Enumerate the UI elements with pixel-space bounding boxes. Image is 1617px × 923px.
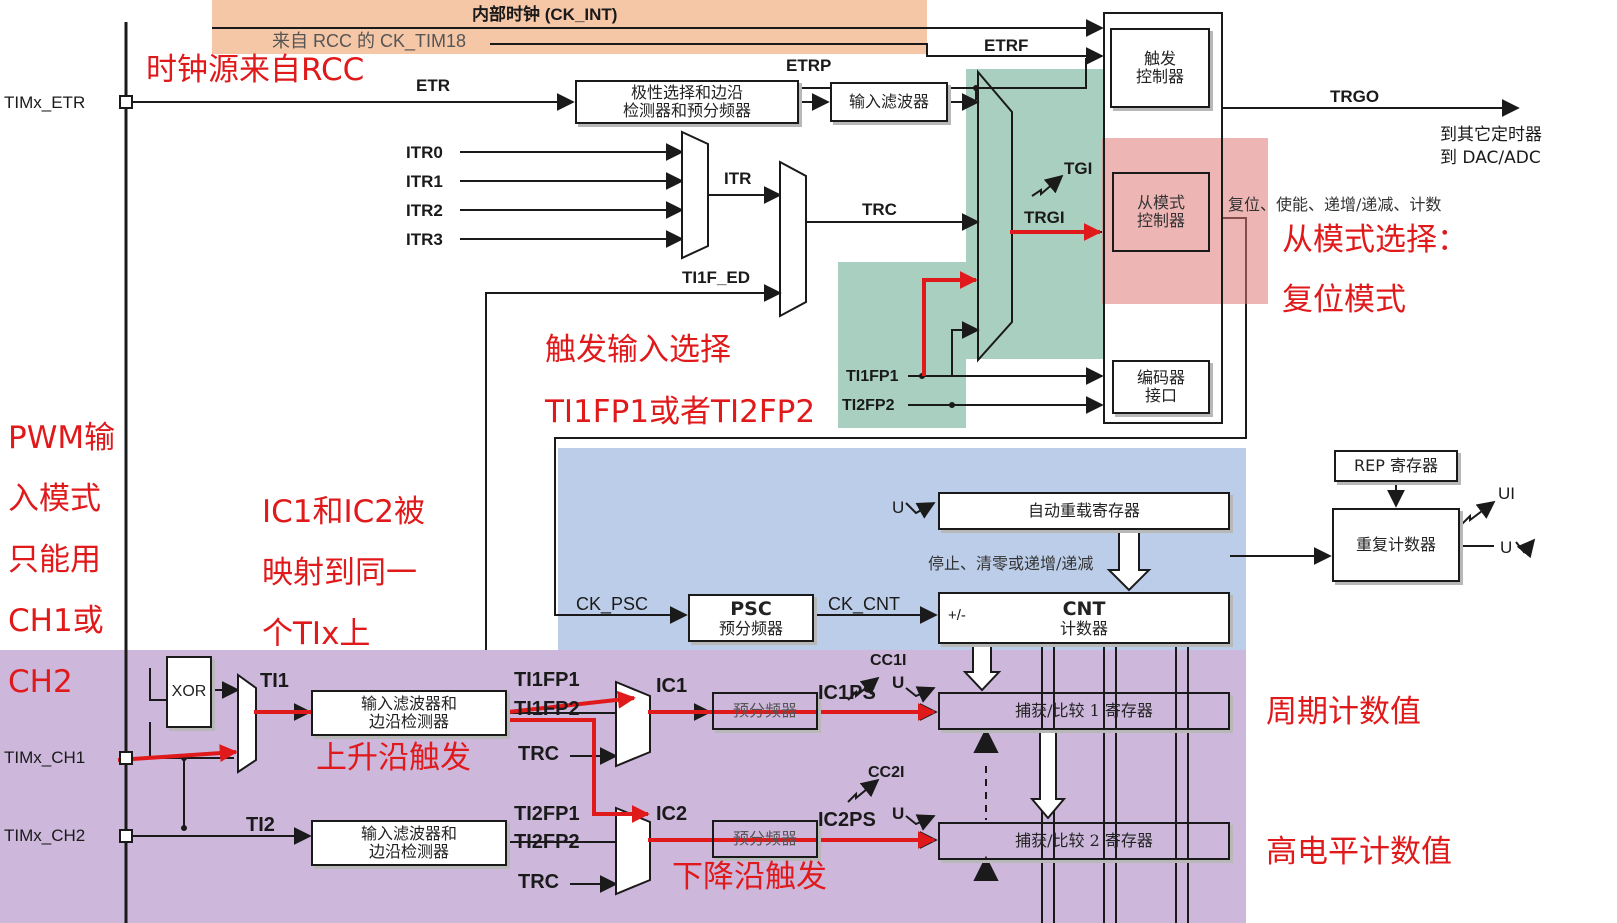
- itr1-label: ITR1: [406, 172, 443, 191]
- trigger-input-select-annotation: 触发输入选择: [545, 332, 731, 368]
- trigger-input-band: [838, 262, 966, 428]
- ti2fp2-trigger-label: TI2FP2: [842, 397, 895, 414]
- input-filter-block: 输入滤波器: [830, 82, 948, 122]
- ck-psc-label: CK_PSC: [576, 594, 649, 614]
- period-count-annotation: 周期计数值: [1266, 694, 1421, 730]
- rising-edge-annotation: 上升沿触发: [316, 740, 471, 776]
- auto-reload-register-block: 自动重载寄存器: [938, 492, 1230, 530]
- ch2-trc-label: TRC: [518, 871, 560, 893]
- capture-compare-2-block: 捕获/比较 2 寄存器: [938, 822, 1230, 860]
- pwm-note-line-2: 入模式: [8, 481, 101, 517]
- cc1i-label: CC1I: [870, 652, 907, 669]
- ic1ps-label: IC1PS: [818, 682, 876, 704]
- itr3-label: ITR3: [406, 230, 443, 249]
- ch2-pin: [119, 829, 133, 843]
- timx-ch2-label: TIMx_CH2: [4, 826, 86, 845]
- ch1-ti1fp1-label: TI1FP1: [514, 669, 580, 691]
- ch2-prescaler-block: 预分频器: [712, 820, 818, 858]
- itr2-label: ITR2: [406, 201, 443, 220]
- ch1-trc-label: TRC: [518, 743, 560, 765]
- slave-mode-select-annotation: 从模式选择：: [1282, 222, 1468, 258]
- ch2-ti2fp1-label: TI2FP1: [514, 803, 580, 825]
- slave-mode-highlight: [1102, 138, 1268, 304]
- ic2-label: IC2: [656, 803, 688, 825]
- itr0-label: ITR0: [406, 143, 443, 162]
- encoder-interface-block: 编码器接口: [1112, 360, 1210, 414]
- etrp-label: ETRP: [786, 56, 832, 75]
- u-cc1-label: U: [892, 673, 905, 692]
- ti2-label: TI2: [246, 814, 275, 836]
- trgo-dest-line1: 到其它定时器: [1440, 125, 1542, 145]
- capture-compare-1-block: 捕获/比较 1 寄存器: [938, 692, 1230, 730]
- slave-mode-frame: [1103, 12, 1223, 424]
- stop-clear-label: 停止、清零或递增/递减: [928, 554, 1094, 573]
- ck-cnt-label: CK_CNT: [828, 594, 901, 614]
- xor-block: XOR: [166, 656, 212, 728]
- u-arr-label: U: [892, 498, 905, 517]
- u-rep-label: U: [1500, 538, 1513, 557]
- ic-mapping-line-3: 个TIx上: [262, 616, 371, 652]
- pwm-note-line-1: PWM输: [8, 420, 116, 456]
- ch1-filter-edge-block: 输入滤波器和边沿检测器: [311, 690, 507, 736]
- ti1fp1-or-ti2fp2-annotation: TI1FP1或者TI2FP2: [545, 394, 816, 430]
- repetition-counter-block: 重复计数器: [1332, 508, 1460, 582]
- trigger-controller-block: 触发控制器: [1110, 28, 1210, 108]
- plus-minus-label: +/-: [948, 607, 966, 624]
- trgo-label: TRGO: [1330, 87, 1380, 106]
- ic-mapping-line-1: IC1和IC2被: [262, 494, 426, 530]
- trgi-label: TRGI: [1024, 208, 1065, 227]
- polarity-edge-prescaler-block: 极性选择和边沿检测器和预分频器: [575, 80, 799, 124]
- ch1-pin: [119, 751, 133, 765]
- reset-mode-annotation: 复位模式: [1282, 282, 1406, 318]
- etrf-label: ETRF: [984, 36, 1029, 55]
- pwm-note-line-4: CH1或: [8, 603, 104, 639]
- ti1-label: TI1: [260, 670, 289, 692]
- u-cc2-label: U: [892, 804, 905, 823]
- ch1-prescaler-block: 预分频器: [712, 692, 818, 730]
- ch2-ti2fp2-label: TI2FP2: [514, 831, 580, 853]
- ic2ps-label: IC2PS: [818, 809, 876, 831]
- slave-outputs-label: 复位、使能、递增/递减、计数: [1228, 195, 1442, 214]
- internal-clock-label: 内部时钟 (CK_INT): [472, 5, 618, 24]
- timx-ch1-label: TIMx_CH1: [4, 748, 86, 767]
- trigger-select-band: [966, 69, 1104, 359]
- rcc-clock-label: 来自 RCC 的 CK_TIM18: [272, 31, 467, 51]
- tgi-label: TGI: [1064, 159, 1093, 178]
- trgo-dest-line2: 到 DAC/ADC: [1440, 148, 1541, 168]
- high-level-count-annotation: 高电平计数值: [1266, 834, 1452, 870]
- rep-register-block: REP 寄存器: [1334, 450, 1458, 482]
- pwm-note-line-5: CH2: [8, 664, 73, 700]
- clock-source-annotation: 时钟源来自RCC: [146, 52, 365, 88]
- etr-label: ETR: [416, 76, 450, 95]
- slave-mode-controller-block: 从模式控制器: [1112, 172, 1210, 252]
- ch2-filter-edge-block: 输入滤波器和边沿检测器: [311, 820, 507, 866]
- ic-mapping-line-2: 映射到同一: [262, 555, 417, 591]
- trc-label: TRC: [862, 200, 897, 219]
- ic1-label: IC1: [656, 675, 688, 697]
- pwm-note-line-3: 只能用: [8, 542, 101, 578]
- etr-pin: [119, 95, 133, 109]
- timx-etr-label: TIMx_ETR: [4, 93, 86, 112]
- ch1-ti1fp2-label: TI1FP2: [514, 698, 580, 720]
- ui-label: UI: [1498, 484, 1515, 503]
- itr-mux-label: ITR: [724, 169, 752, 188]
- cc2i-label: CC2I: [868, 764, 905, 781]
- ti1fp1-trigger-label: TI1FP1: [846, 368, 899, 385]
- falling-edge-annotation: 下降沿触发: [672, 859, 827, 895]
- ti1f-ed-label: TI1F_ED: [682, 268, 751, 287]
